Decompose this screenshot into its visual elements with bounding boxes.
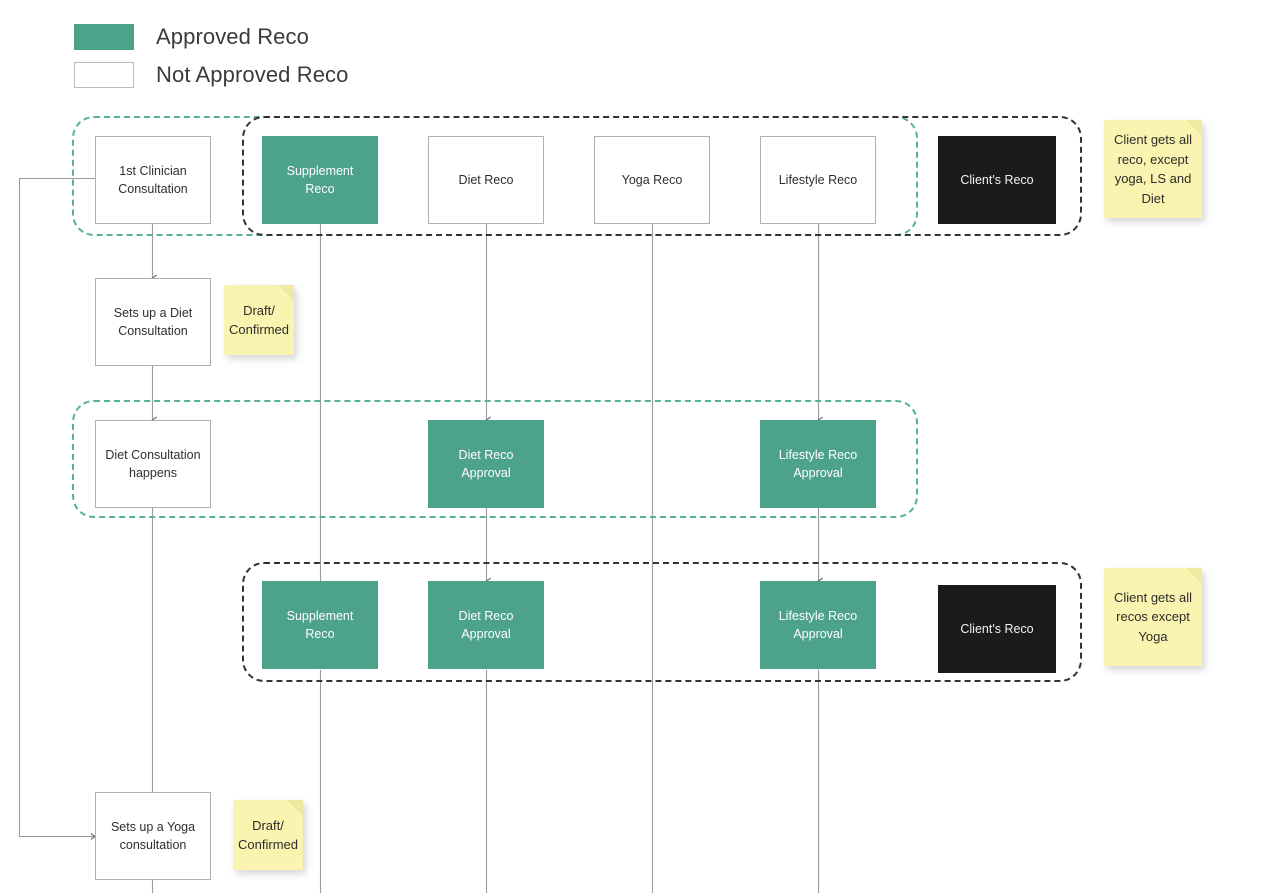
group-row4-black-dashed (242, 562, 1082, 682)
sticky-note-client-reco-1[interactable]: Client gets all reco, except yoga, LS an… (1104, 120, 1202, 218)
node-1st-clinician-consultation[interactable]: 1st Clinician Consultation (95, 136, 211, 224)
legend-swatch-not-approved-icon (74, 62, 134, 88)
group-row1-black-dashed (242, 116, 1082, 236)
sticky-note-diet-draft-confirmed[interactable]: Draft/ Confirmed (224, 285, 294, 355)
node-diet-reco-approval-row3[interactable]: Diet Reco Approval (428, 420, 544, 508)
legend-label-approved: Approved Reco (156, 24, 309, 49)
node-supplement-reco-row1[interactable]: Supplement Reco (262, 136, 378, 224)
node-diet-reco-row1[interactable]: Diet Reco (428, 136, 544, 224)
node-label: Yoga Reco (621, 172, 683, 187)
sticky-note-text: Client gets all reco, except yoga, LS an… (1113, 132, 1193, 206)
node-label: 1st Clinician Consultation (118, 163, 188, 196)
node-lifestyle-reco-approval-row3[interactable]: Lifestyle Reco Approval (760, 420, 876, 508)
node-label: Diet Reco Approval (458, 608, 514, 641)
sticky-note-text: Draft/ Confirmed (238, 817, 298, 853)
node-supplement-reco-row4[interactable]: Supplement Reco (262, 581, 378, 669)
node-label: Client's Reco (960, 172, 1034, 187)
node-label: Sets up a Yoga consultation (110, 819, 196, 852)
sticky-note-text: Draft/ Confirmed (229, 302, 289, 338)
legend-swatch-approved-icon (74, 24, 134, 50)
legend-item-not-approved: Not Approved Reco (74, 62, 348, 88)
legend-item-approved: Approved Reco (74, 24, 309, 50)
node-clients-reco-row1[interactable]: Client's Reco (938, 136, 1056, 224)
group-row3-green-dashed (72, 400, 918, 518)
node-clients-reco-row4[interactable]: Client's Reco (938, 585, 1056, 673)
node-label: Lifestyle Reco Approval (778, 447, 858, 480)
node-yoga-reco-row1[interactable]: Yoga Reco (594, 136, 710, 224)
node-label: Supplement Reco (286, 163, 354, 196)
node-lifestyle-reco-row1[interactable]: Lifestyle Reco (760, 136, 876, 224)
node-sets-up-yoga-consultation[interactable]: Sets up a Yoga consultation (95, 792, 211, 880)
node-label: Lifestyle Reco Approval (778, 608, 858, 641)
node-diet-reco-approval-row4[interactable]: Diet Reco Approval (428, 581, 544, 669)
node-label: Lifestyle Reco (778, 172, 858, 187)
sticky-note-client-reco-2[interactable]: Client gets all recos except Yoga (1104, 568, 1202, 666)
node-diet-consultation-happens[interactable]: Diet Consultation happens (95, 420, 211, 508)
node-sets-up-diet-consultation[interactable]: Sets up a Diet Consultation (95, 278, 211, 366)
node-label: Supplement Reco (286, 608, 354, 641)
node-label: Client's Reco (960, 621, 1034, 636)
node-label: Diet Consultation happens (105, 447, 201, 480)
legend-label-not-approved: Not Approved Reco (156, 62, 349, 87)
node-label: Diet Reco (458, 172, 514, 187)
node-lifestyle-reco-approval-row4[interactable]: Lifestyle Reco Approval (760, 581, 876, 669)
node-label: Diet Reco Approval (458, 447, 514, 480)
sticky-note-text: Client gets all recos except Yoga (1113, 589, 1193, 644)
node-label: Sets up a Diet Consultation (113, 305, 193, 338)
sticky-note-yoga-draft-confirmed[interactable]: Draft/ Confirmed (233, 800, 303, 870)
